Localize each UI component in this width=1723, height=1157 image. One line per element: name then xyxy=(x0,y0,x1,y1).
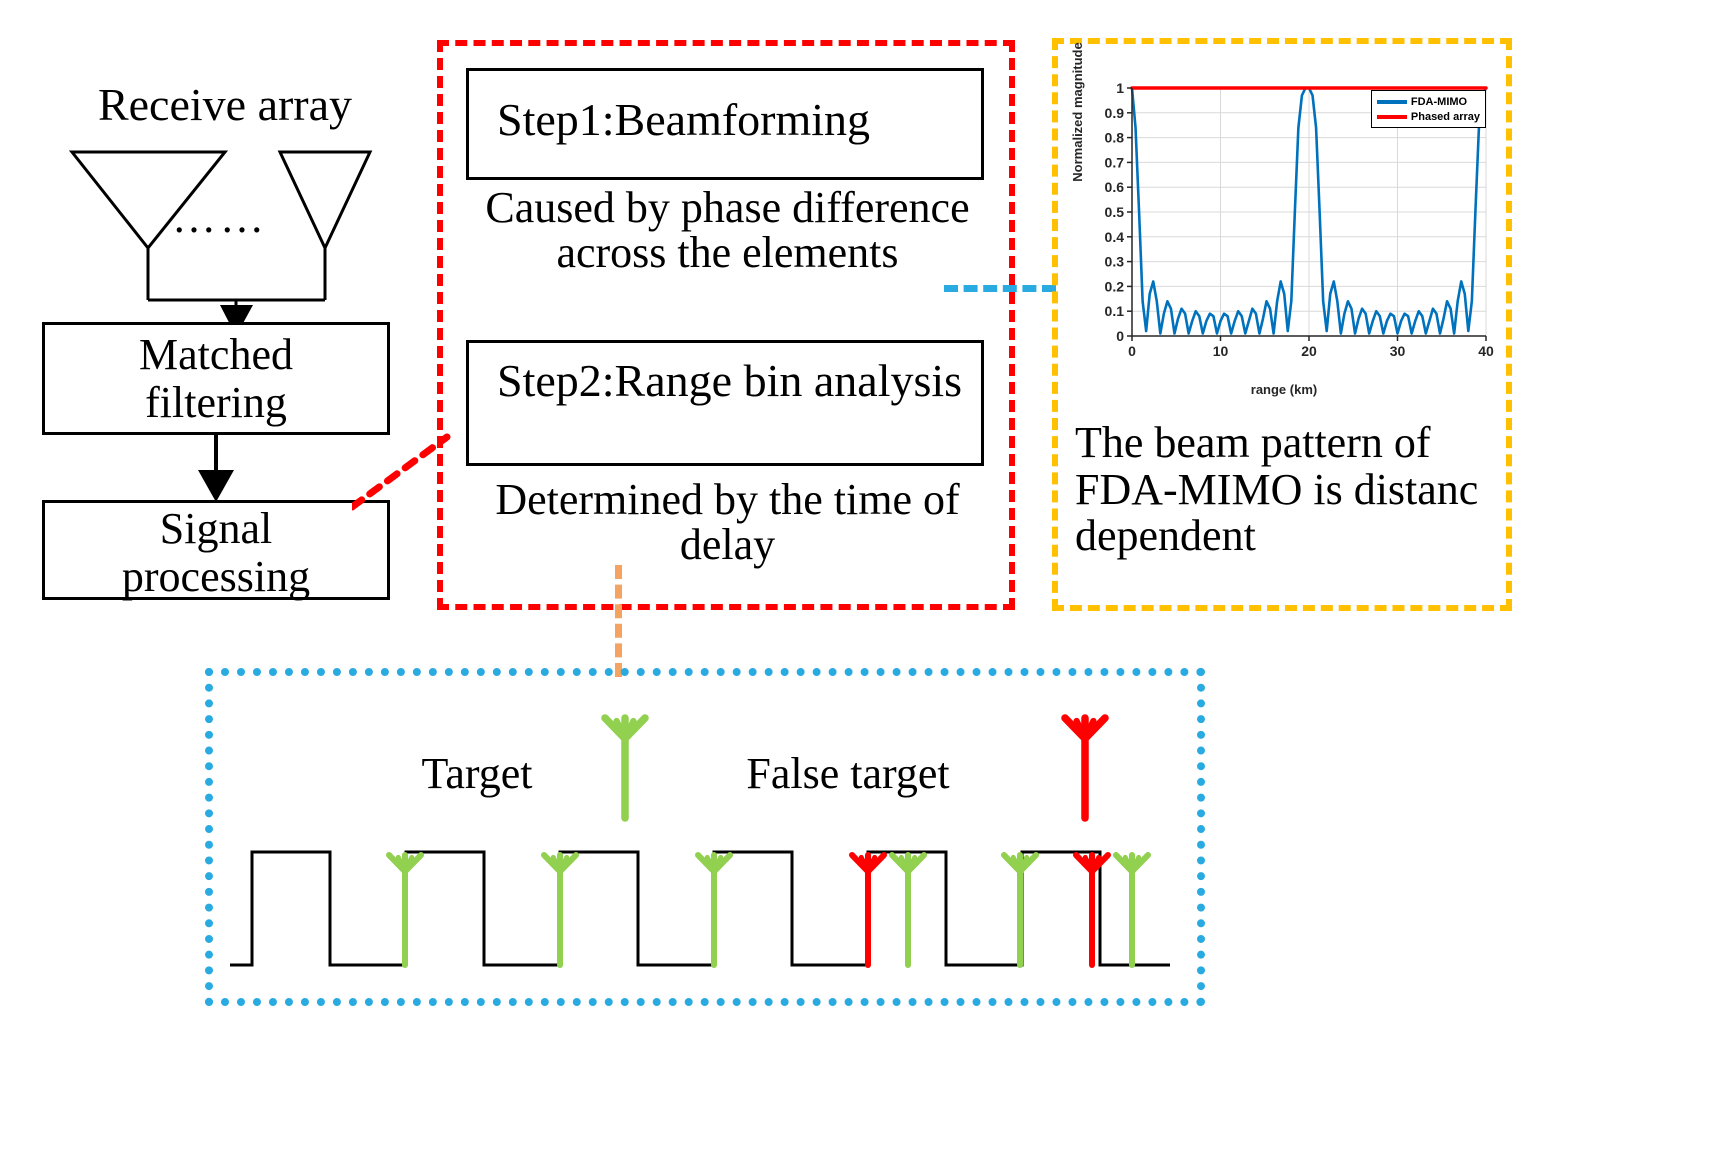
legend-label-phased-array: Phased array xyxy=(1410,110,1480,123)
svg-text:0.9: 0.9 xyxy=(1105,105,1125,121)
range-bin-graphic xyxy=(230,714,1170,968)
step1-box: Step1:Beamforming xyxy=(466,68,984,180)
range-bin-panel xyxy=(205,668,1205,1006)
signal-processing-line2: processing xyxy=(121,551,311,601)
array-ellipsis: …… xyxy=(172,193,268,242)
svg-text:0.8: 0.8 xyxy=(1105,130,1125,146)
step2-note: Determined by the time of delay xyxy=(495,475,960,569)
signal-processing-line1: Signal xyxy=(159,504,273,553)
chart-x-axis-label: range (km) xyxy=(1250,382,1318,397)
beampattern-chart: Normalized magnitude 0 0.1 0.2 0.3 0.4 0.5 0.6… xyxy=(1070,42,1494,402)
matched-filtering-box: Matched filtering xyxy=(42,322,390,435)
step1-title: Step1:Beamforming xyxy=(497,94,871,145)
svg-text:30: 30 xyxy=(1390,343,1406,359)
processing-steps-panel xyxy=(437,40,1015,610)
svg-text:0.5: 0.5 xyxy=(1105,204,1125,220)
step2-box: Step2:Range bin analysis xyxy=(466,340,984,466)
connector-orange-dashed xyxy=(615,565,630,677)
svg-text:0.1: 0.1 xyxy=(1105,303,1125,319)
signal-processing-box: Signal processing xyxy=(42,500,390,600)
flow-arrow-matched-to-signal xyxy=(198,432,234,502)
chart-y-axis-label: Normalized magnitude xyxy=(1070,42,1085,182)
matched-filtering-line2: filtering xyxy=(145,377,287,427)
svg-text:0.6: 0.6 xyxy=(1105,179,1125,195)
connector-cyan-dashed xyxy=(944,285,1056,300)
beampattern-caption: The beam pattern of FDA-MIMO is distanc … xyxy=(1075,418,1479,561)
receive-array-antennas xyxy=(68,150,373,336)
svg-text:1: 1 xyxy=(1116,80,1124,96)
svg-text:0: 0 xyxy=(1128,343,1136,359)
legend-swatch-phased-array xyxy=(1376,114,1407,119)
connector-red-dashed xyxy=(352,433,451,511)
svg-text:40: 40 xyxy=(1478,343,1494,359)
false-target-label: False target xyxy=(746,749,950,798)
svg-text:20: 20 xyxy=(1301,343,1317,359)
legend-label-fda-mimo: FDA-MIMO xyxy=(1410,95,1468,108)
step2-title: Step2:Range bin analysis xyxy=(497,355,963,406)
receive-array-label: Receive array xyxy=(97,79,353,130)
svg-text:0: 0 xyxy=(1116,328,1124,344)
svg-text:10: 10 xyxy=(1213,343,1229,359)
svg-text:0.2: 0.2 xyxy=(1105,278,1125,294)
svg-text:0.3: 0.3 xyxy=(1105,254,1125,270)
legend-item-phased-array: Phased array xyxy=(1376,109,1480,124)
matched-filtering-line1: Matched xyxy=(139,330,293,379)
step1-note: Caused by phase difference across the el… xyxy=(485,183,970,277)
beampattern-panel xyxy=(1052,38,1512,611)
svg-text:0.7: 0.7 xyxy=(1105,154,1125,170)
chart-legend: FDA-MIMO Phased array xyxy=(1370,90,1486,128)
legend-item-fda-mimo: FDA-MIMO xyxy=(1376,94,1480,109)
target-label: Target xyxy=(421,749,533,798)
legend-swatch-fda-mimo xyxy=(1376,99,1407,104)
svg-text:0.4: 0.4 xyxy=(1105,229,1125,245)
